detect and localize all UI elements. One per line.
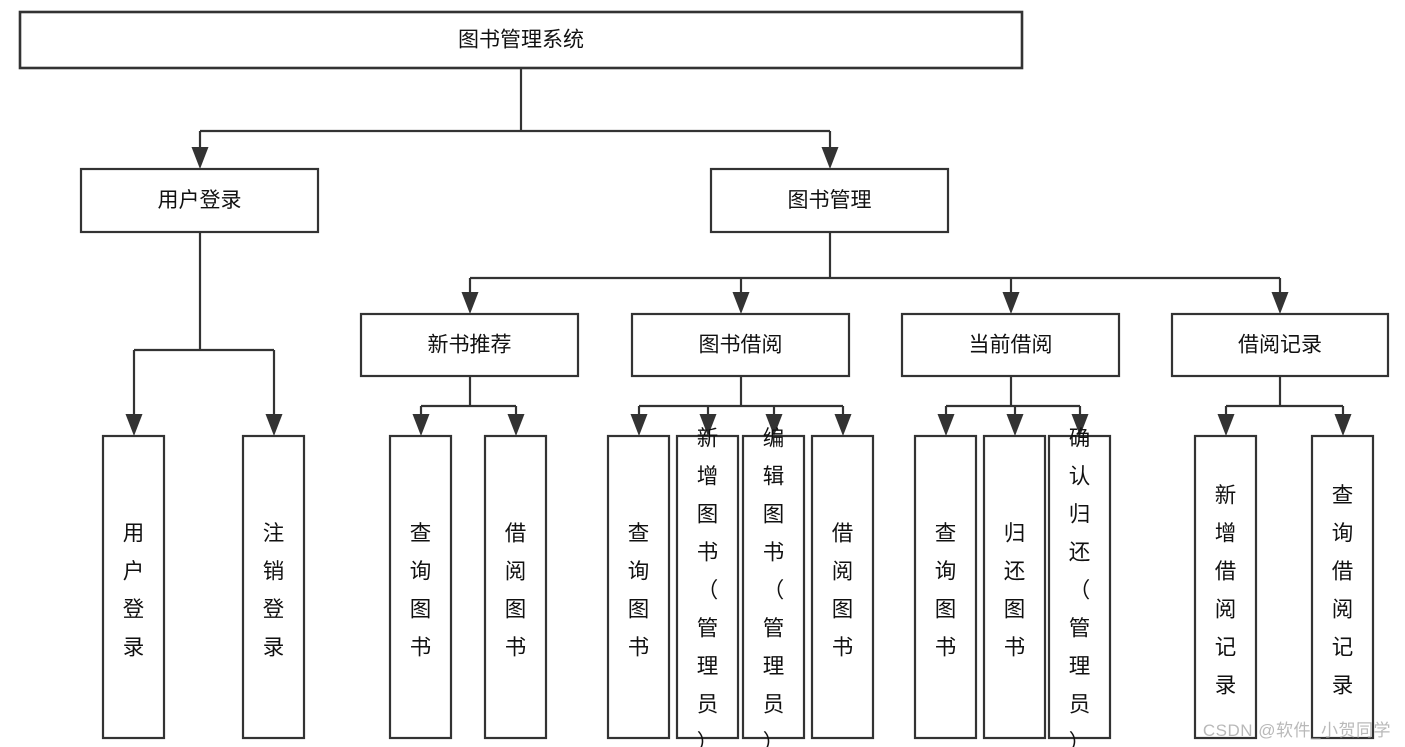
arrow-head-icon [125,414,143,436]
node-box-leaf-borrow-borrow-book[interactable] [810,434,875,740]
arrow-head-icon [1006,414,1024,436]
node-leaf-borrow-add-book[interactable]: 新增图书（管理员） [675,427,740,747]
arrow-head-icon [191,147,209,169]
node-box-leaf-borrow-query-book[interactable] [606,434,671,740]
node-leaf-rec-query-book[interactable]: 查询图书 [388,434,453,740]
node-root[interactable]: 图书管理系统 [18,10,1024,70]
node-current-borrow[interactable]: 当前借阅 [900,312,1121,378]
node-leaf-cur-query-book[interactable]: 查询图书 [913,434,978,740]
edge-group-root [191,68,839,169]
nodes-layer: 图书管理系统用户登录图书管理新书推荐图书借阅当前借阅借阅记录用户登录注销登录查询… [18,10,1390,747]
node-new-book-rec[interactable]: 新书推荐 [359,312,580,378]
node-label-borrow-record: 借阅记录 [1238,334,1322,357]
edge-group-book-manage [461,232,1289,314]
node-leaf-cur-confirm-return[interactable]: 确认归还（管理员） [1047,427,1112,747]
node-label-leaf-user-logout: 注销登录 [263,522,285,660]
node-box-leaf-rec-add-record[interactable] [1193,434,1258,740]
node-box-leaf-cur-confirm-return[interactable] [1047,434,1112,740]
arrow-head-icon [821,147,839,169]
arrow-head-icon [1217,414,1235,436]
node-leaf-rec-query-record[interactable]: 查询借阅记录 [1310,434,1375,740]
node-label-leaf-rec-borrow-book: 借阅图书 [505,522,527,660]
node-box-new-book-rec[interactable] [359,312,580,378]
node-borrow-record[interactable]: 借阅记录 [1170,312,1390,378]
node-box-book-manage[interactable] [709,167,950,234]
node-label-leaf-rec-add-record: 新增借阅记录 [1215,484,1237,698]
node-label-book-manage: 图书管理 [788,189,872,212]
node-box-leaf-rec-borrow-book[interactable] [483,434,548,740]
edges-layer [125,68,1352,436]
arrow-head-icon [699,414,717,436]
node-box-leaf-borrow-edit-book[interactable] [741,434,806,740]
node-box-root[interactable] [18,10,1024,70]
node-label-user-login: 用户登录 [158,189,242,212]
node-leaf-user-login[interactable]: 用户登录 [101,434,166,740]
node-box-user-login[interactable] [79,167,320,234]
node-user-login[interactable]: 用户登录 [79,167,320,234]
node-box-leaf-cur-query-book[interactable] [913,434,978,740]
node-label-new-book-rec: 新书推荐 [428,334,512,357]
arrow-head-icon [834,414,852,436]
arrow-head-icon [1334,414,1352,436]
node-box-borrow-record[interactable] [1170,312,1390,378]
node-label-leaf-rec-query-record: 查询借阅记录 [1332,484,1354,698]
node-box-leaf-borrow-add-book[interactable] [675,434,740,740]
arrow-head-icon [765,414,783,436]
node-label-leaf-borrow-borrow-book: 借阅图书 [832,522,854,660]
node-leaf-borrow-borrow-book[interactable]: 借阅图书 [810,434,875,740]
node-box-leaf-user-logout[interactable] [241,434,306,740]
edge-group-borrow-record [1217,376,1352,436]
node-box-current-borrow[interactable] [900,312,1121,378]
arrow-head-icon [1002,292,1020,314]
edge-group-user-login [125,232,283,436]
edge-group-book-borrow [630,376,852,436]
node-leaf-user-logout[interactable]: 注销登录 [241,434,306,740]
arrow-head-icon [412,414,430,436]
arrow-head-icon [1271,292,1289,314]
node-leaf-borrow-query-book[interactable]: 查询图书 [606,434,671,740]
node-label-leaf-cur-query-book: 查询图书 [935,522,957,660]
node-label-leaf-borrow-query-book: 查询图书 [628,522,650,660]
node-leaf-rec-borrow-book[interactable]: 借阅图书 [483,434,548,740]
edge-group-current-borrow [937,376,1089,436]
node-label-book-borrow: 图书借阅 [699,334,783,357]
node-leaf-rec-add-record[interactable]: 新增借阅记录 [1193,434,1258,740]
node-box-leaf-rec-query-record[interactable] [1310,434,1375,740]
node-label-leaf-cur-confirm-return: 确认归还（管理员） [1069,427,1091,747]
edge-group-new-book-rec [412,376,525,436]
node-box-leaf-user-login[interactable] [101,434,166,740]
node-label-leaf-borrow-edit-book: 编辑图书（管理员） [763,427,785,747]
node-label-leaf-cur-return-book: 归还图书 [1004,522,1026,660]
node-box-leaf-rec-query-book[interactable] [388,434,453,740]
node-box-book-borrow[interactable] [630,312,851,378]
arrow-head-icon [1071,414,1089,436]
node-book-borrow[interactable]: 图书借阅 [630,312,851,378]
node-leaf-borrow-edit-book[interactable]: 编辑图书（管理员） [741,427,806,747]
arrow-head-icon [265,414,283,436]
node-label-leaf-rec-query-book: 查询图书 [410,522,432,660]
node-box-leaf-cur-return-book[interactable] [982,434,1047,740]
arrow-head-icon [937,414,955,436]
arrow-head-icon [507,414,525,436]
node-label-leaf-borrow-add-book: 新增图书（管理员） [697,427,719,747]
node-label-current-borrow: 当前借阅 [969,334,1053,357]
node-label-leaf-user-login: 用户登录 [123,522,145,660]
node-label-root: 图书管理系统 [458,29,584,52]
arrow-head-icon [630,414,648,436]
arrow-head-icon [461,292,479,314]
node-leaf-cur-return-book[interactable]: 归还图书 [982,434,1047,740]
node-book-manage[interactable]: 图书管理 [709,167,950,234]
arrow-head-icon [732,292,750,314]
